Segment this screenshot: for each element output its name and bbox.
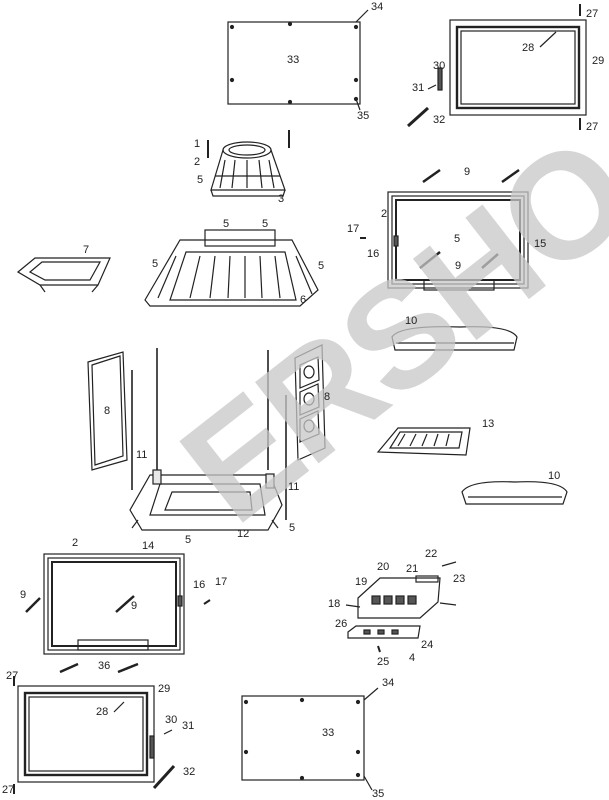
label-31-top: 31 <box>412 82 425 94</box>
label-34-top: 34 <box>371 1 384 13</box>
label-22: 22 <box>425 548 438 560</box>
label-24: 24 <box>421 639 434 651</box>
label-30-bottom: 30 <box>165 714 178 726</box>
label-10-bottom: 10 <box>548 470 561 482</box>
label-29-top: 29 <box>592 55 605 67</box>
label-5-top-plate-d: 5 <box>318 260 325 272</box>
label-3: 3 <box>278 193 285 205</box>
label-6: 6 <box>300 294 307 306</box>
label-29-bottom: 29 <box>158 683 171 695</box>
panel-33-bottom <box>241 687 379 791</box>
label-34-bottom: 34 <box>382 677 395 689</box>
label-5-flue: 5 <box>197 174 204 186</box>
label-27-top: 27 <box>586 8 599 20</box>
top-plate-6 <box>144 229 319 307</box>
label-5-door-bottom: 5 <box>185 534 192 546</box>
label-32-top: 32 <box>433 114 446 126</box>
label-12: 12 <box>237 528 250 540</box>
label-5-top-plate-c: 5 <box>152 258 159 270</box>
panel-33-top <box>227 9 369 111</box>
label-16-door: 16 <box>367 248 380 260</box>
label-9-door-top: 9 <box>464 166 471 178</box>
label-5-base: 5 <box>289 522 296 534</box>
label-9-door-bottom-left: 9 <box>20 589 27 601</box>
label-35-bottom: 35 <box>372 788 385 800</box>
control-assembly-19-26 <box>345 561 457 653</box>
label-17-door: 17 <box>347 223 360 235</box>
label-5-top-plate-b: 5 <box>262 218 269 230</box>
label-5-door: 5 <box>454 233 461 245</box>
label-33-top: 33 <box>287 54 300 66</box>
label-2-door: 2 <box>381 208 388 220</box>
label-8-right: 8 <box>324 391 331 403</box>
baffle-10-bottom <box>461 481 568 505</box>
label-5-top-plate-a: 5 <box>223 218 230 230</box>
flue-collar-3 <box>207 130 290 197</box>
label-4: 4 <box>409 652 416 664</box>
label-2-flue: 2 <box>194 156 201 168</box>
label-32-bottom: 32 <box>183 766 196 778</box>
label-13: 13 <box>482 418 495 430</box>
ash-pan-7 <box>16 257 111 293</box>
label-9-door-inner: 9 <box>455 260 462 272</box>
label-36: 36 <box>98 660 111 672</box>
label-19: 19 <box>355 576 368 588</box>
glass-frame-29-bottom <box>13 676 176 794</box>
label-31-bottom: 31 <box>182 720 195 732</box>
door-15 <box>360 168 529 291</box>
label-26: 26 <box>335 618 348 630</box>
label-2-door-bottom: 2 <box>72 537 79 549</box>
side-panel-8-right <box>294 344 326 461</box>
label-20: 20 <box>377 561 390 573</box>
label-27-bottom: 27 <box>6 670 19 682</box>
label-8-left: 8 <box>104 405 111 417</box>
label-35-top: 35 <box>357 110 370 122</box>
label-25: 25 <box>377 656 390 668</box>
label-11-right: 11 <box>288 481 300 493</box>
tie-rods-11 <box>131 348 287 520</box>
label-10-top: 10 <box>405 315 418 327</box>
side-panel-8-left <box>87 351 128 471</box>
glass-frame-29-top <box>406 4 587 130</box>
label-16-door-bottom: 16 <box>193 579 206 591</box>
baffle-10-top <box>391 326 518 351</box>
label-27-bottom-lower: 27 <box>2 784 15 796</box>
label-33-bottom: 33 <box>322 727 335 739</box>
label-18: 18 <box>328 598 341 610</box>
label-9-door-bottom-inner: 9 <box>131 600 138 612</box>
grate-13 <box>376 427 471 456</box>
label-28-bottom: 28 <box>96 706 109 718</box>
label-17-door-bottom: 17 <box>215 576 228 588</box>
label-7: 7 <box>83 244 90 256</box>
label-15: 15 <box>534 238 547 250</box>
label-14: 14 <box>142 540 155 552</box>
base-12 <box>129 469 283 531</box>
label-11-left: 11 <box>136 449 148 461</box>
label-28-top: 28 <box>522 42 535 54</box>
label-21: 21 <box>406 563 419 575</box>
label-1: 1 <box>194 138 201 150</box>
label-30-top: 30 <box>433 60 446 72</box>
label-27-top-lower: 27 <box>586 121 599 133</box>
label-23: 23 <box>453 573 466 585</box>
door-14 <box>25 553 211 674</box>
